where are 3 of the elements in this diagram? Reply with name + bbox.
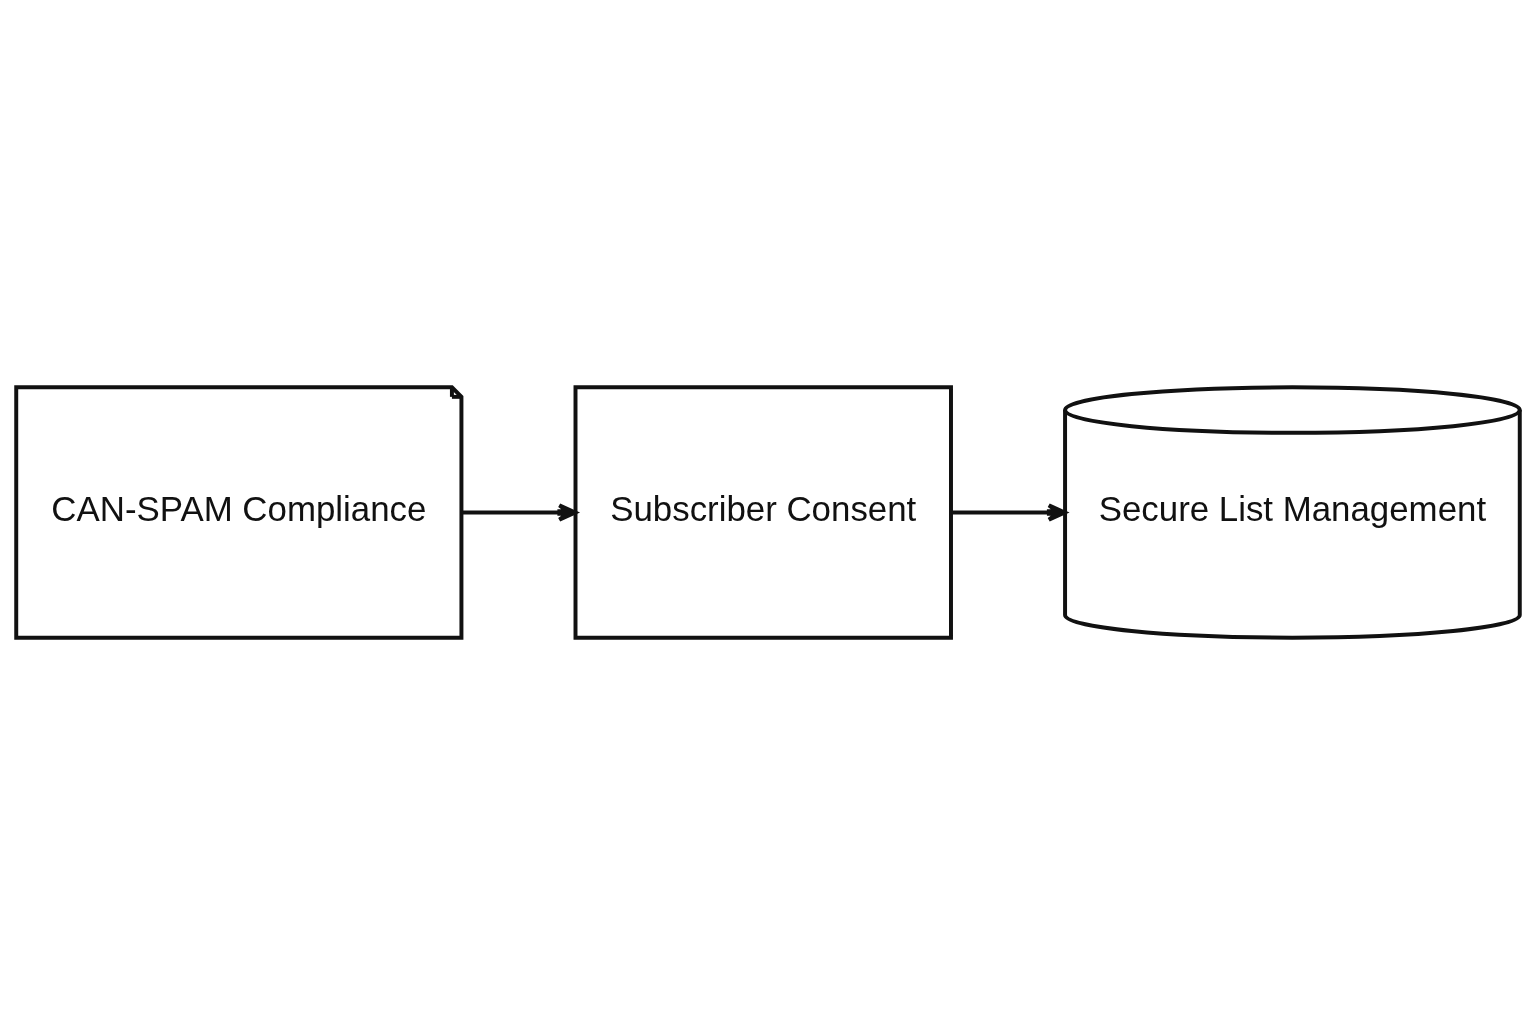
arrow (461, 502, 578, 522)
arrow (951, 502, 1067, 522)
node-box: Subscriber Consent (573, 384, 953, 640)
